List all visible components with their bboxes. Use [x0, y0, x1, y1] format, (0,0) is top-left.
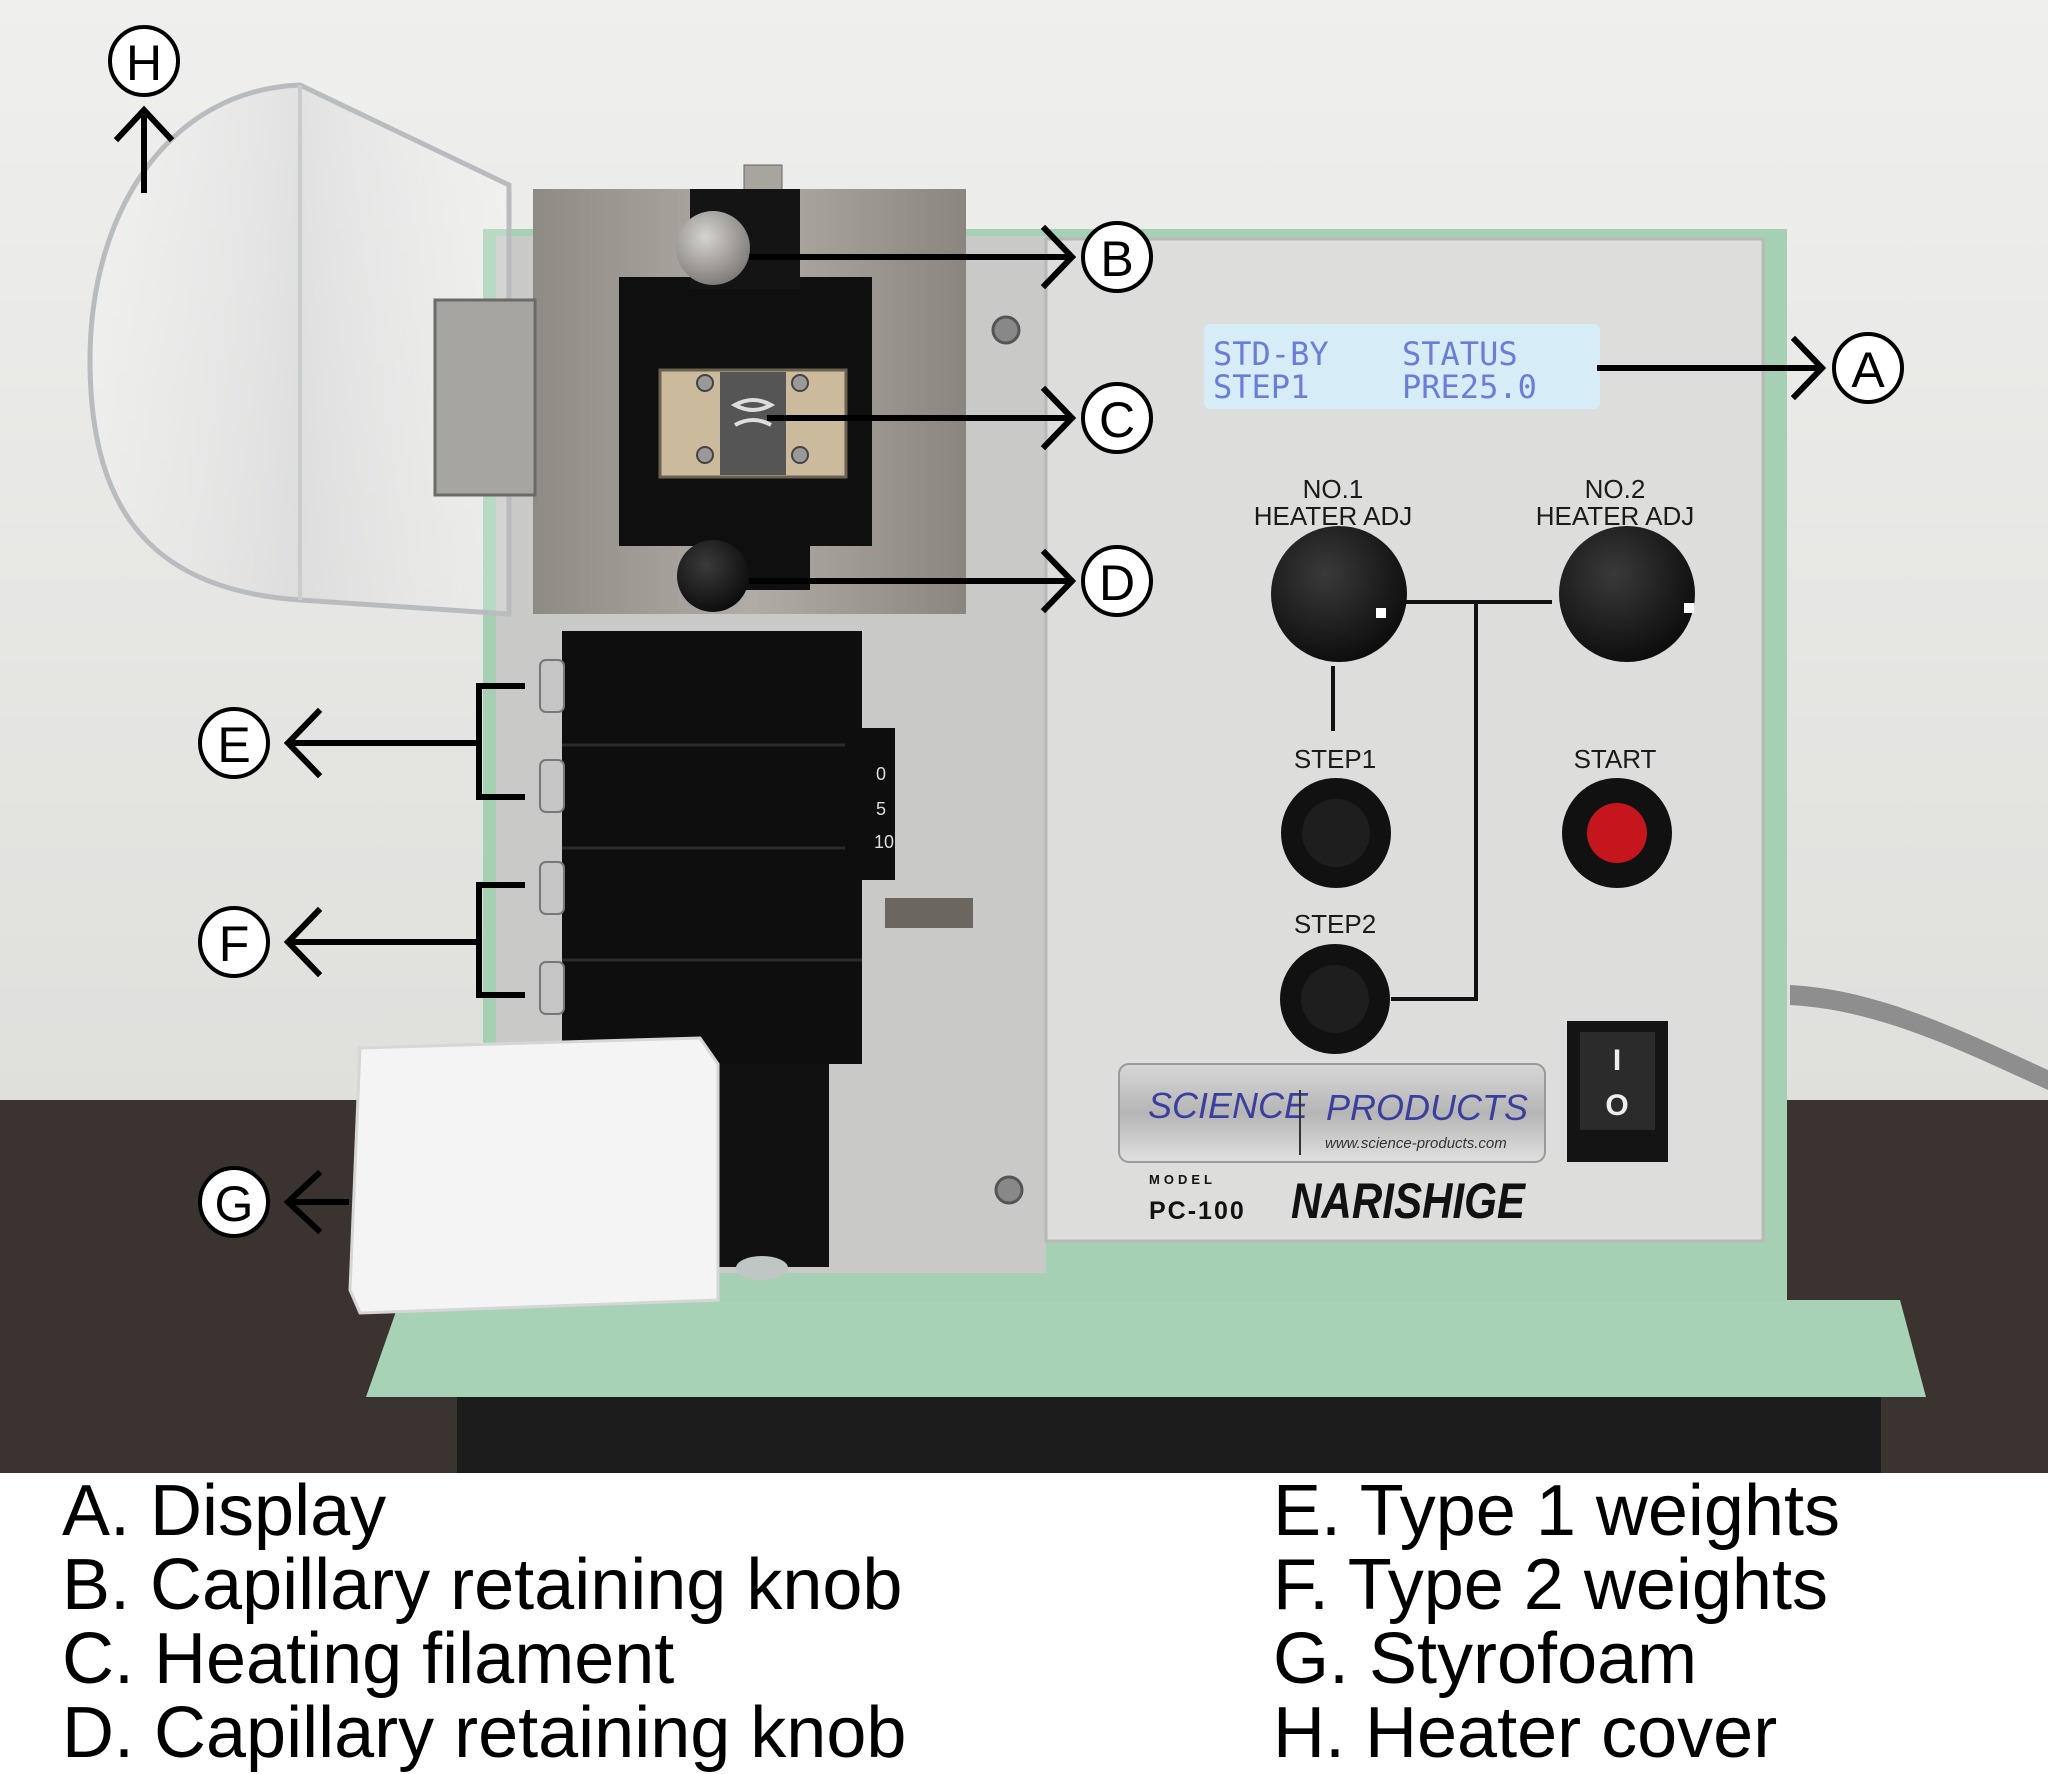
power-cable [1790, 985, 2048, 1090]
filament-housing [720, 372, 786, 475]
scale-tick: 0 [876, 764, 886, 784]
heater2-label: NO.2 [1585, 474, 1646, 504]
legend-item: F. Type 2 weights [1273, 1545, 1828, 1625]
step1-label: STEP1 [1294, 744, 1376, 774]
legend-area [0, 1473, 2048, 1774]
capillary-knob-upper [676, 211, 750, 285]
step2-label: STEP2 [1294, 909, 1376, 939]
science-products-badge [1118, 1063, 1546, 1163]
annotation-arrows [113, 105, 1827, 1235]
lcd-text: PRE25.0 [1402, 368, 1537, 406]
svg-text:A: A [1851, 342, 1885, 398]
knob-indicator [1684, 603, 1694, 613]
heater1-adjust-knob[interactable] [1271, 526, 1407, 662]
switch-off-mark: O [1605, 1089, 1628, 1122]
legend-item: E. Type 1 weights [1273, 1471, 1840, 1551]
marker-e: E [198, 707, 270, 779]
heater2-label: HEATER ADJ [1536, 501, 1694, 531]
scale-tick: 5 [876, 799, 886, 819]
svg-text:E: E [217, 717, 250, 773]
legend-item: H. Heater cover [1273, 1693, 1777, 1773]
heater1-label: HEATER ADJ [1254, 501, 1412, 531]
legend-item: B. Capillary retaining knob [62, 1545, 902, 1625]
styrofoam-block [348, 1036, 720, 1315]
heater-cover [87, 82, 537, 617]
model-label: MODEL [1149, 1172, 1216, 1187]
marker-c: C [1081, 382, 1153, 454]
connector-lines [1331, 600, 1552, 1001]
marker-h: H [108, 25, 180, 97]
lcd-display [1204, 324, 1600, 409]
badge-text: SCIENCE [1148, 1085, 1309, 1126]
marker-b: B [1081, 221, 1153, 293]
svg-text:G: G [215, 1176, 254, 1232]
lcd-text: STD-BY [1213, 335, 1329, 373]
svg-text:D: D [1099, 555, 1135, 611]
capillary-knob-lower [677, 540, 749, 612]
heater1-label: NO.1 [1303, 474, 1364, 504]
stopper-lever [885, 898, 973, 928]
legend-item: D. Capillary retaining knob [62, 1693, 906, 1773]
rail-foot [736, 1256, 788, 1280]
filament-screws [696, 374, 809, 464]
legend-item: A. Display [62, 1471, 386, 1551]
legend-right: E. Type 1 weights F. Type 2 weights G. S… [1273, 1471, 1840, 1773]
legend-left: A. Display B. Capillary retaining knob C… [62, 1471, 906, 1773]
marker-circles: A B C D E F G H [108, 25, 1904, 1238]
switch-on-mark: I [1613, 1044, 1621, 1077]
marker-d: D [1081, 545, 1153, 617]
badge-url: www.science-products.com [1325, 1135, 1507, 1152]
weight-screws [539, 659, 565, 1015]
scale-tick: 10 [874, 832, 894, 852]
badge-text: PRODUCTS [1326, 1087, 1528, 1128]
cover-hinge [433, 298, 537, 497]
base-plate [366, 1300, 1926, 1397]
marker-g: G [198, 1166, 270, 1238]
scale-ruler [845, 728, 895, 880]
lcd-text: STEP1 [1213, 368, 1309, 406]
svg-text:H: H [126, 35, 162, 91]
slide-rail [718, 1064, 829, 1267]
model-number: PC-100 [1149, 1197, 1246, 1225]
legend-item: G. Styrofoam [1273, 1619, 1697, 1699]
screw-icon [994, 1175, 1024, 1205]
start-label: START [1574, 744, 1657, 774]
screw-icon [991, 315, 1021, 345]
svg-text:B: B [1100, 231, 1133, 287]
heater2-adjust-knob[interactable] [1559, 526, 1695, 662]
legend-item: C. Heating filament [62, 1619, 674, 1699]
lcd-text: STATUS [1402, 335, 1518, 373]
knob-indicator [1376, 608, 1386, 618]
base-foot [457, 1395, 1881, 1473]
svg-text:C: C [1099, 392, 1135, 448]
photo: 0 5 10 STD-BY STATUS STEP1 PRE25.0 NO.1 … [0, 0, 2048, 1473]
heating-filament [730, 398, 776, 427]
marker-a: A [1832, 332, 1904, 404]
marker-f: F [198, 906, 270, 978]
svg-text:F: F [219, 916, 250, 972]
maker-logo: NARISHIGE [1291, 1173, 1526, 1229]
